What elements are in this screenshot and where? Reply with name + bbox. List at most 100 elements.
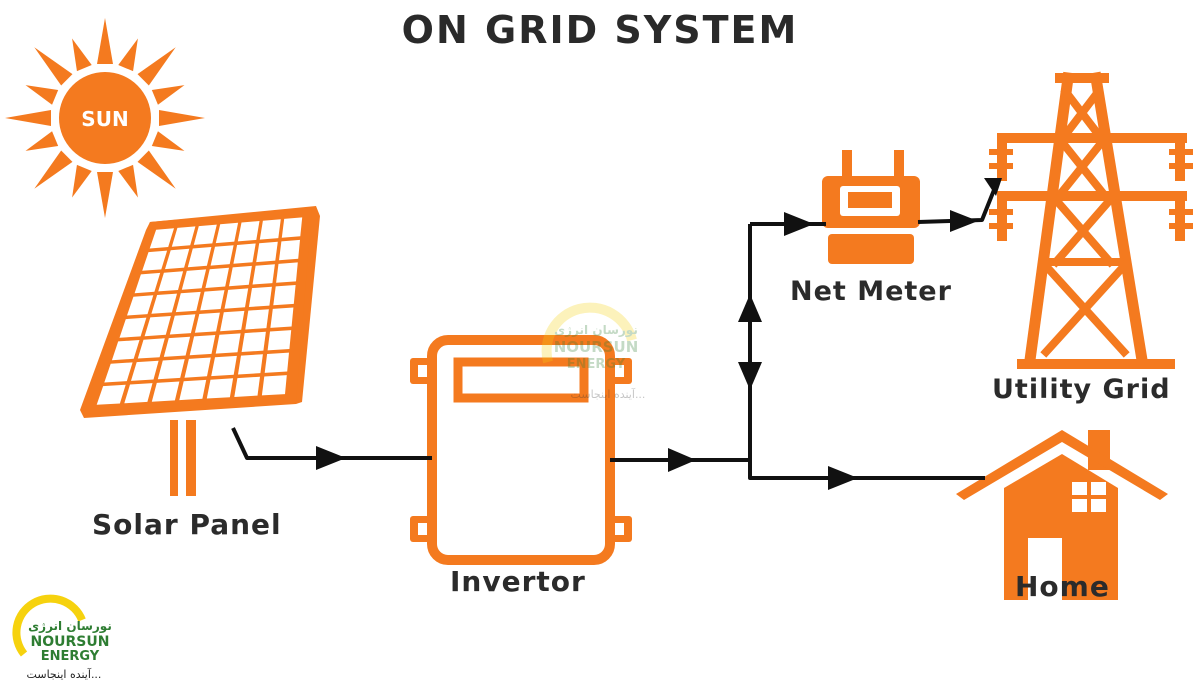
panel-cell (276, 262, 298, 283)
panel-cell (252, 264, 275, 285)
brand-logo: نورسان انرژی NOURSUN ENERGY آینده اینجاس… (12, 594, 112, 681)
sun-ray (5, 110, 51, 126)
panel-cell (184, 357, 211, 378)
sun-ray (137, 47, 176, 86)
panel-cell (111, 340, 140, 361)
panel-cell (175, 291, 201, 313)
sun-ray (25, 85, 59, 105)
panel-cell (189, 335, 216, 356)
flow-arrow-icon (828, 466, 858, 490)
panel-cell (151, 381, 180, 402)
panel-cell (215, 333, 241, 354)
panel-cell (151, 293, 177, 314)
panel-cell (234, 376, 260, 397)
solar-panel-icon (80, 206, 320, 496)
panel-cell (104, 362, 133, 383)
flow-arrow-icon (316, 446, 346, 470)
sun-ray (25, 131, 59, 151)
panel-cell (279, 239, 300, 261)
panel-cell (163, 336, 191, 357)
solar-panel-label: Solar Panel (92, 508, 282, 541)
sun-ray (118, 38, 138, 72)
panel-cell (169, 314, 196, 335)
panel-cell (96, 384, 126, 405)
panel-cell (211, 355, 237, 377)
logo-tagline: آینده اینجاست... (27, 667, 102, 681)
flow-arrow-icon (984, 178, 1002, 196)
panel-cell (205, 267, 229, 288)
panel-cell (210, 245, 234, 266)
sun-icon: SUN (5, 18, 205, 218)
flow-arrow-icon (668, 448, 696, 472)
net-meter-label: Net Meter (790, 276, 952, 307)
panel-cell (273, 285, 296, 306)
panel-cell (134, 272, 161, 294)
watermark-name-line2: ENERGY (567, 357, 626, 372)
panel-cell (142, 250, 168, 271)
sun-ray (159, 110, 205, 126)
panel-cell (224, 288, 249, 309)
panel-cell (237, 221, 260, 242)
panel-cell (233, 243, 256, 264)
sun-ray (151, 85, 185, 105)
panel-cell (127, 295, 154, 316)
panel-cell (157, 359, 185, 380)
panel-cell (261, 375, 287, 396)
panel-cell (256, 241, 278, 263)
sun-ray (97, 172, 113, 218)
inverter-label: Invertor (450, 565, 586, 598)
panel-cell (259, 219, 281, 240)
logo-name-line2: ENERGY (41, 649, 100, 664)
panel-cell (270, 307, 294, 328)
watermark-name-line1: NOURSUN (554, 338, 639, 356)
sun-ray (118, 164, 138, 198)
panel-cell (267, 330, 292, 351)
house-icon (956, 430, 1168, 600)
watermark-tagline: آینده اینجاست... (571, 387, 646, 401)
panel-cell (137, 338, 165, 359)
panel-cell (241, 331, 266, 352)
panel-cell (124, 383, 153, 404)
watermark-name-fa: نورسان انرژی (554, 323, 638, 338)
panel-cell (181, 269, 207, 290)
logo-name-line1: NOURSUN (31, 634, 110, 650)
panel-cell (220, 310, 245, 332)
net-meter-icon (822, 150, 920, 264)
flow-arrow-icon (738, 294, 762, 322)
panel-cell (229, 265, 252, 287)
sun-label: SUN (81, 107, 128, 131)
flow-arrow-icon (784, 212, 814, 236)
panel-cell (119, 317, 147, 338)
diagram-title: ON GRID SYSTEM (401, 8, 799, 52)
panel-cell (131, 360, 159, 381)
sun-ray (151, 131, 185, 151)
transmission-tower-icon (989, 71, 1193, 369)
panel-cell (187, 247, 212, 268)
panel-cell (215, 222, 239, 244)
panel-cell (248, 286, 272, 307)
sun-ray (72, 164, 92, 198)
flow-arrow-icon (950, 210, 978, 232)
home-label: Home (1015, 570, 1110, 603)
sun-ray (34, 47, 73, 86)
sun-ray (97, 18, 113, 64)
sun-ray (137, 150, 176, 189)
panel-cell (194, 312, 220, 333)
panel-cell (165, 248, 190, 270)
panel-cell (179, 379, 207, 401)
panel-cell (149, 228, 174, 249)
flow-arrow-icon (738, 362, 762, 390)
utility-grid-label: Utility Grid (992, 374, 1171, 405)
panel-cell (264, 352, 289, 373)
panel-cell (238, 354, 263, 375)
panel-cell (206, 378, 234, 399)
panel-cell (144, 316, 171, 337)
logo-name-fa: نورسان انرژی (28, 619, 112, 634)
panel-cell (171, 226, 196, 247)
panel-cell (193, 224, 217, 245)
sun-ray (72, 38, 92, 72)
sun-ray (34, 150, 73, 189)
panel-cell (281, 217, 303, 238)
